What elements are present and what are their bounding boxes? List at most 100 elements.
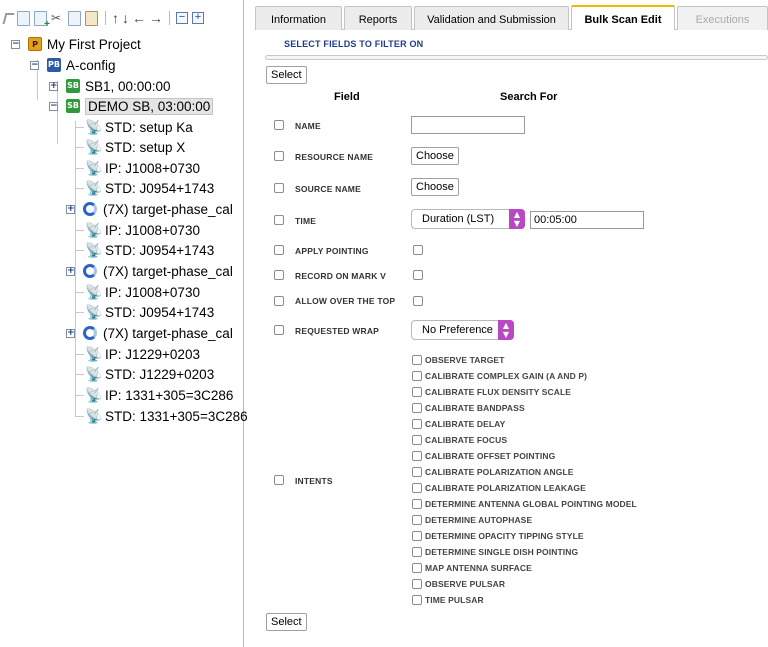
select-button-top[interactable]: Select — [266, 66, 307, 84]
tree-node-demo-sb[interactable]: − SB DEMO SB, 03:00:00 — [49, 96, 214, 116]
intent-option[interactable]: CALIBRATE POLARIZATION LEAKAGE — [412, 482, 586, 494]
tree-node-scan[interactable]: 📡STD: J0954+1743 — [85, 302, 214, 322]
time-mode-select[interactable]: Duration (LST) ▲▼ — [411, 209, 525, 229]
new-document-icon[interactable] — [17, 10, 30, 26]
collapse-toggle[interactable]: − — [30, 59, 39, 70]
intent-checkbox[interactable] — [412, 419, 422, 429]
tree-node-scan[interactable]: 📡STD: setup Ka — [85, 117, 193, 137]
intent-checkbox[interactable] — [412, 387, 422, 397]
name-input[interactable] — [411, 116, 525, 134]
collapse-toggle[interactable]: − — [49, 100, 58, 111]
tree-node-scan[interactable]: 📡IP: J1008+0730 — [85, 220, 200, 240]
tree-node-scan[interactable]: 📡STD: J1229+0203 — [85, 364, 214, 384]
intent-checkbox[interactable] — [412, 451, 422, 461]
source-name-checkbox[interactable] — [274, 183, 284, 193]
tab-validation-submission[interactable]: Validation and Submission — [414, 6, 569, 30]
time-value-input[interactable]: 00:05:00 — [530, 211, 644, 229]
add-document-icon[interactable] — [34, 10, 50, 30]
requested-wrap-checkbox[interactable] — [274, 325, 284, 335]
antenna-icon: 📡 — [85, 180, 103, 196]
intent-checkbox[interactable] — [412, 579, 422, 589]
name-label: NAME — [295, 121, 321, 131]
intent-checkbox[interactable] — [412, 547, 422, 557]
intent-checkbox[interactable] — [412, 531, 422, 541]
tree-node-loop[interactable]: +(7X) target-phase_cal — [66, 323, 233, 343]
tree-node-scan[interactable]: 📡STD: J0954+1743 — [85, 178, 214, 198]
time-checkbox[interactable] — [274, 215, 284, 225]
intent-checkbox[interactable] — [412, 595, 422, 605]
expand-toggle[interactable]: + — [49, 80, 58, 91]
name-checkbox[interactable] — [274, 120, 284, 130]
intent-checkbox[interactable] — [412, 499, 422, 509]
intents-checkbox[interactable] — [274, 475, 284, 485]
intent-checkbox[interactable] — [412, 563, 422, 573]
intent-option[interactable]: CALIBRATE FLUX DENSITY SCALE — [412, 386, 571, 398]
intent-checkbox[interactable] — [412, 371, 422, 381]
intent-option[interactable]: DETERMINE ANTENNA GLOBAL POINTING MODEL — [412, 498, 637, 510]
intent-option[interactable]: CALIBRATE OFFSET POINTING — [412, 450, 555, 462]
pointer-icon[interactable] — [2, 12, 15, 24]
record-mark-v-checkbox[interactable] — [274, 270, 284, 280]
tree-node-scan[interactable]: 📡STD: 1331+305=3C286 — [85, 406, 248, 426]
resource-choose-button[interactable]: Choose — [411, 147, 459, 165]
move-left-icon[interactable]: ← — [132, 9, 146, 26]
intent-option[interactable]: TIME PULSAR — [412, 594, 484, 606]
intent-option[interactable]: MAP ANTENNA SURFACE — [412, 562, 532, 574]
collapse-toggle[interactable]: − — [11, 38, 20, 49]
expand-all-icon[interactable]: + — [192, 12, 204, 24]
move-right-icon[interactable]: → — [149, 9, 163, 26]
tree-node-scan[interactable]: 📡IP: J1008+0730 — [85, 282, 200, 302]
expand-toggle[interactable]: + — [66, 203, 75, 214]
tree-node-scan[interactable]: 📡IP: J1008+0730 — [85, 158, 200, 178]
record-mark-v-value-checkbox[interactable] — [413, 270, 423, 280]
intent-option[interactable]: DETERMINE OPACITY TIPPING STYLE — [412, 530, 584, 542]
intent-option[interactable]: CALIBRATE POLARIZATION ANGLE — [412, 466, 574, 478]
apply-pointing-value-checkbox[interactable] — [413, 245, 423, 255]
antenna-icon: 📡 — [85, 119, 103, 135]
intent-option[interactable]: CALIBRATE COMPLEX GAIN (A AND P) — [412, 370, 587, 382]
tab-information[interactable]: Information — [255, 6, 342, 30]
tab-bulk-scan-edit[interactable]: Bulk Scan Edit — [571, 5, 675, 30]
intent-checkbox[interactable] — [412, 483, 422, 493]
intent-option[interactable]: DETERMINE AUTOPHASE — [412, 514, 532, 526]
intent-checkbox[interactable] — [412, 435, 422, 445]
collapse-all-icon[interactable]: − — [176, 12, 188, 24]
intent-option[interactable]: OBSERVE PULSAR — [412, 578, 505, 590]
intent-option[interactable]: CALIBRATE FOCUS — [412, 434, 507, 446]
intent-option[interactable]: CALIBRATE BANDPASS — [412, 402, 525, 414]
expand-toggle[interactable]: + — [66, 327, 75, 338]
source-choose-button[interactable]: Choose — [411, 178, 459, 196]
tree-node-config[interactable]: − PB A-config — [30, 55, 116, 75]
allow-over-top-value-checkbox[interactable] — [413, 296, 423, 306]
tree-node-scan[interactable]: 📡STD: J0954+1743 — [85, 240, 214, 260]
tree-node-sb1[interactable]: + SB SB1, 00:00:00 — [49, 76, 171, 96]
tree-node-project[interactable]: − P My First Project — [11, 34, 141, 54]
tab-reports[interactable]: Reports — [344, 6, 412, 30]
cut-icon[interactable]: ✂ — [51, 10, 62, 25]
expand-toggle[interactable]: + — [66, 265, 75, 276]
copy-icon[interactable] — [68, 10, 81, 26]
intent-checkbox[interactable] — [412, 355, 422, 365]
time-mode-value: Duration (LST) — [422, 213, 495, 225]
move-up-icon[interactable]: ↑ — [112, 9, 119, 26]
intent-checkbox[interactable] — [412, 403, 422, 413]
paste-icon[interactable] — [85, 10, 98, 26]
select-button-bottom[interactable]: Select — [266, 613, 307, 631]
intent-option[interactable]: OBSERVE TARGET — [412, 354, 505, 366]
intent-option[interactable]: CALIBRATE DELAY — [412, 418, 505, 430]
intent-option[interactable]: DETERMINE SINGLE DISH POINTING — [412, 546, 578, 558]
tree-node-scan[interactable]: 📡IP: J1229+0203 — [85, 344, 200, 364]
requested-wrap-select[interactable]: No Preference ▲▼ — [411, 320, 514, 340]
move-down-icon[interactable]: ↓ — [122, 9, 129, 26]
intent-checkbox[interactable] — [412, 467, 422, 477]
tree-node-loop[interactable]: +(7X) target-phase_cal — [66, 261, 233, 281]
tree-node-label: IP: J1008+0730 — [105, 284, 200, 300]
allow-over-top-checkbox[interactable] — [274, 296, 284, 306]
tree-node-scan[interactable]: 📡STD: setup X — [85, 137, 185, 157]
tree-node-scan[interactable]: 📡IP: 1331+305=3C286 — [85, 385, 233, 405]
tree-node-label: My First Project — [47, 36, 141, 52]
tree-node-loop[interactable]: +(7X) target-phase_cal — [66, 199, 233, 219]
apply-pointing-checkbox[interactable] — [274, 245, 284, 255]
resource-name-checkbox[interactable] — [274, 151, 284, 161]
intent-checkbox[interactable] — [412, 515, 422, 525]
